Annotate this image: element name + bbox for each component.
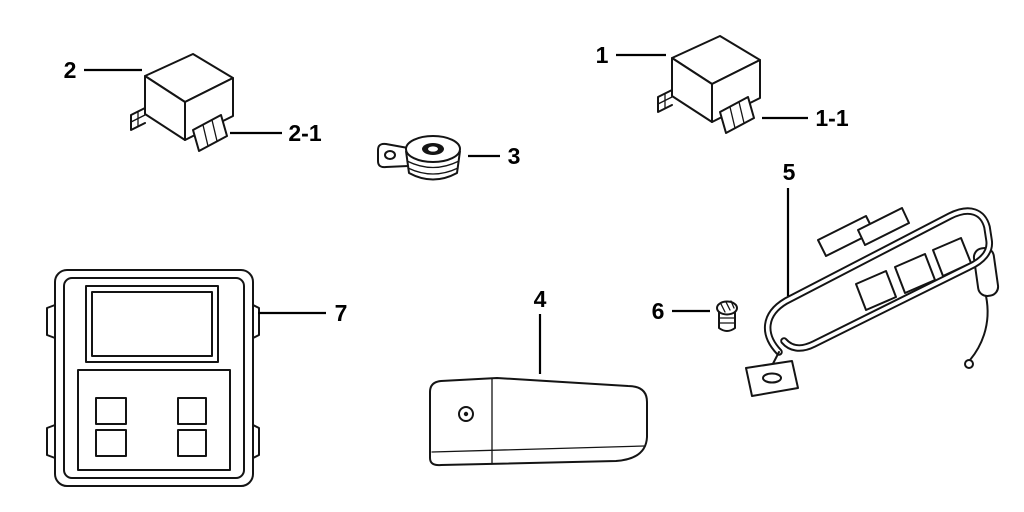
callout-6[interactable]: 6 (652, 298, 710, 324)
part-6-bolt-drawing (716, 300, 738, 332)
part-2-relay-drawing (130, 53, 234, 152)
callout-label-4[interactable]: 4 (534, 286, 547, 312)
callout-7[interactable]: 7 (258, 300, 347, 326)
part-1-relay-drawing (657, 35, 761, 134)
relay-right-body (657, 35, 761, 134)
callout-label-2[interactable]: 2 (64, 57, 77, 83)
part-3-horn-drawing (377, 135, 461, 181)
callout-2[interactable]: 2 (64, 57, 142, 83)
callout-label-1-1[interactable]: 1-1 (815, 105, 848, 131)
callout-label-7[interactable]: 7 (335, 300, 348, 326)
callout-label-3[interactable]: 3 (508, 143, 521, 169)
part-5-wire-bracket-drawing (745, 207, 1000, 397)
callout-2-1[interactable]: 2-1 (230, 120, 322, 146)
part-7-control-unit-drawing (46, 269, 260, 487)
callout-label-1[interactable]: 1 (596, 42, 609, 68)
callout-1-1[interactable]: 1-1 (762, 105, 849, 131)
callout-1[interactable]: 1 (596, 42, 666, 68)
callout-label-6[interactable]: 6 (652, 298, 665, 324)
part-4-cover-drawing (429, 377, 648, 467)
callout-5[interactable]: 5 (783, 159, 796, 296)
relay-left-body (130, 53, 234, 152)
callout-3[interactable]: 3 (468, 143, 520, 169)
callout-label-2-1[interactable]: 2-1 (288, 120, 321, 146)
callout-label-5[interactable]: 5 (783, 159, 796, 185)
callout-4[interactable]: 4 (534, 286, 547, 374)
